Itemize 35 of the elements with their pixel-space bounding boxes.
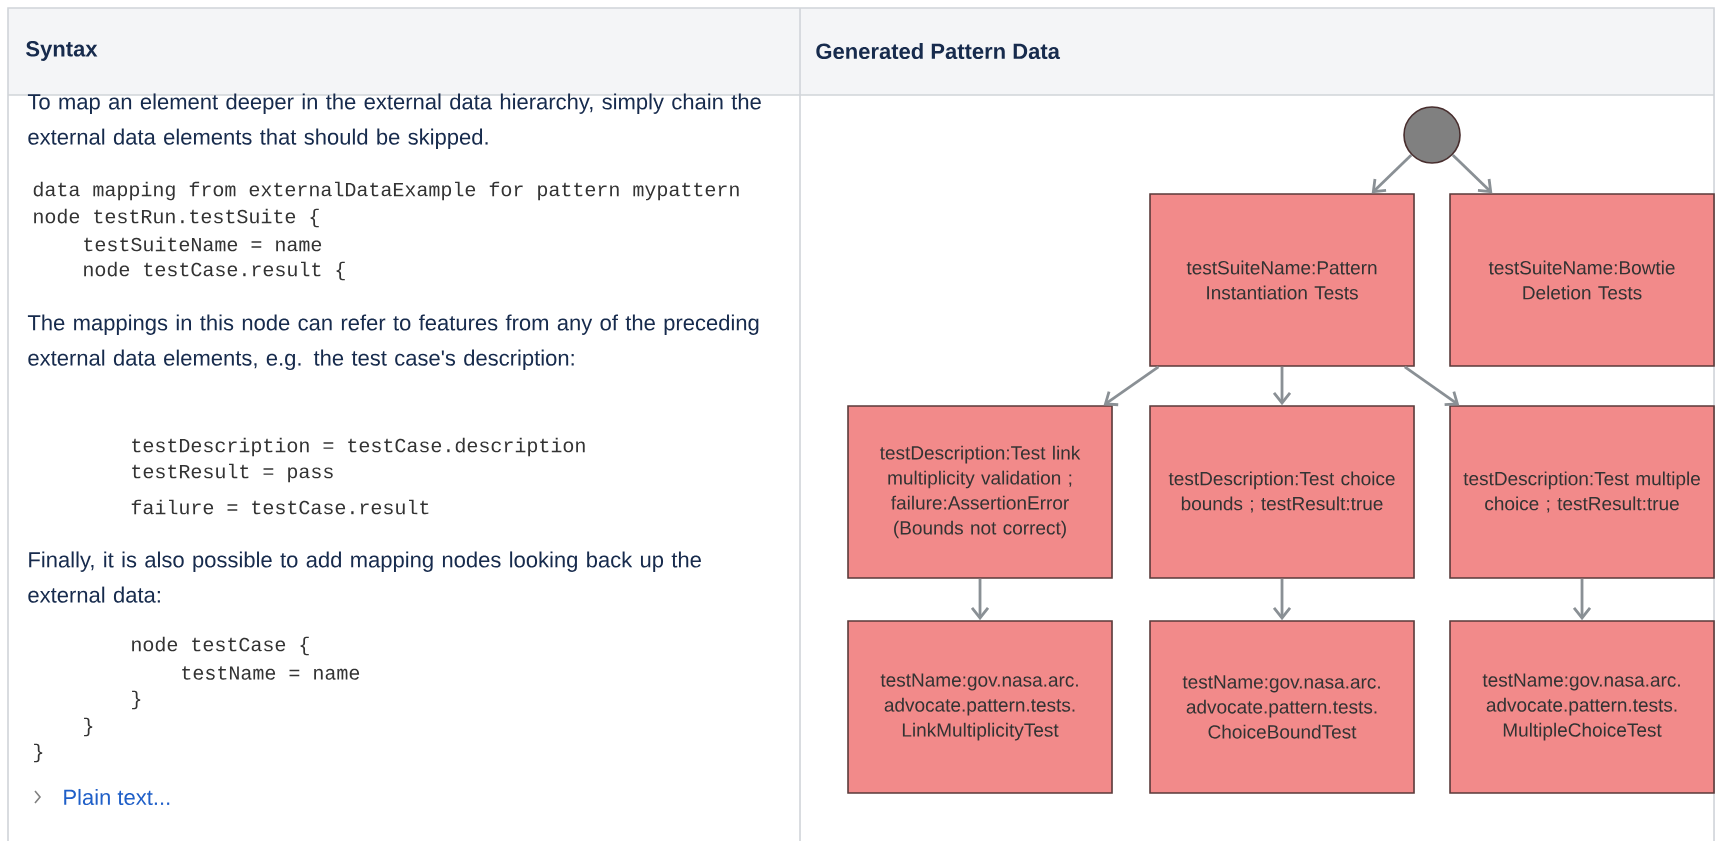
result-box: testName:gov.nasa.arc. advocate.pattern.tests. LinkMultiplicityTest [847, 620, 1113, 794]
column-header: Generated Pattern Data [816, 42, 1061, 60]
code-line: testDescription = testCase.description [132, 437, 585, 457]
arrow [1272, 366, 1292, 406]
result-box: testName:gov.nasa.arc. advocate.pattern.tests. MultipleChoiceTest [1449, 620, 1715, 794]
code-line: data mapping from externalDataExample for pattern mypattern [33, 181, 739, 201]
code-line: failure = testCase.result [131, 499, 429, 515]
arrow [1272, 578, 1292, 621]
paragraph: Finally, it is also possible to add mapping nodes looking back up the external data: [28, 551, 701, 603]
code-line: testSuiteName = name [84, 236, 322, 252]
code-line: node testCase { [132, 636, 309, 656]
arrow [1403, 365, 1460, 407]
paragraph: To map an element deeper in the external data hierarchy, simply chain the external data elements that should be skipped. [27, 93, 761, 150]
code-line: node testRun.testSuite { [34, 208, 319, 228]
plain-text-link: Plain text... [64, 788, 170, 806]
result-box: testSuiteName:Pattern Instantiation Tests [1149, 193, 1415, 367]
result-box: testDescription:Test multiple choice ; testResult:true [1449, 405, 1715, 579]
code-line: } [84, 717, 93, 737]
arrow [970, 578, 990, 621]
code-line: node testCase.result { [84, 261, 345, 281]
result-box: testDescription:Test link multiplicity validation ; failure:AssertionError (Bounds not correct) [847, 405, 1113, 579]
arrow [1371, 154, 1413, 194]
result-box: testDescription:Test choice bounds ; testResult:true [1149, 405, 1415, 579]
code-line: testResult = pass [132, 463, 333, 483]
result-box: testSuiteName:Bowtie Deletion Tests [1449, 193, 1715, 367]
result-box: testName:gov.nasa.arc. advocate.pattern.tests. ChoiceBoundTest [1149, 620, 1415, 794]
start-circle [1403, 106, 1461, 164]
column-header: Syntax [26, 41, 98, 61]
code-line: } [34, 743, 43, 763]
paragraph: The mappings in this node can refer to features from any of the preceding external data elements, e.g. the test case's description: [27, 314, 759, 371]
arrow [1103, 365, 1160, 407]
arrow [1572, 578, 1592, 621]
arrow [1451, 154, 1493, 194]
code-line: testName = name [182, 666, 360, 680]
code-line: } [132, 690, 141, 710]
